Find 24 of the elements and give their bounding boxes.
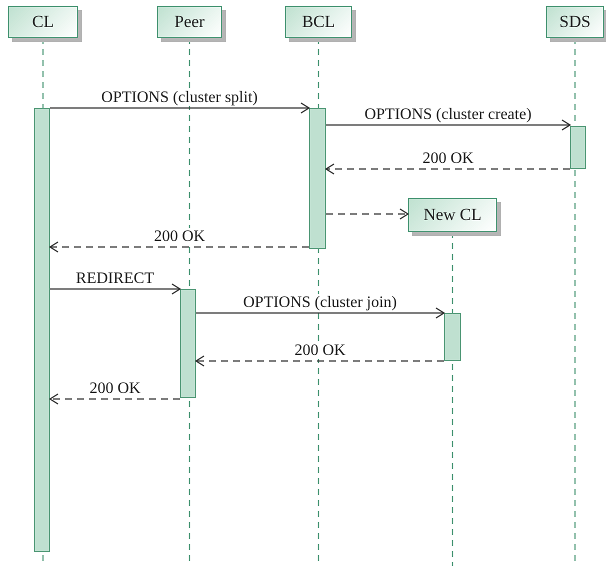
- activation-bar: [444, 313, 461, 361]
- activation-bar: [180, 289, 196, 398]
- message-arrow: [195, 355, 444, 367]
- message-arrow: [49, 241, 309, 253]
- participant-name: SDS: [559, 12, 591, 32]
- participant-name: New CL: [423, 205, 482, 225]
- message-arrow: [196, 307, 445, 319]
- edge-label: OPTIONS (cluster split): [100, 89, 259, 106]
- participant-name: BCL: [302, 12, 336, 32]
- edge-label: 200 OK: [293, 342, 347, 359]
- edge-label: OPTIONS (cluster create): [363, 106, 533, 123]
- participant-name: Peer: [174, 12, 205, 32]
- edge-label: 200 OK: [152, 228, 206, 245]
- participant-name: CL: [32, 12, 54, 32]
- message-arrow: [50, 283, 181, 295]
- message-arrow: [325, 163, 570, 175]
- message-arrow: [326, 119, 571, 131]
- activation-bar: [309, 108, 326, 249]
- edge-label: OPTIONS (cluster join): [242, 294, 398, 311]
- message-arrow: [50, 102, 310, 114]
- message-arrow: [326, 208, 409, 220]
- activation-bar: [34, 108, 50, 552]
- message-arrow: [49, 393, 180, 405]
- activation-bar: [570, 126, 586, 169]
